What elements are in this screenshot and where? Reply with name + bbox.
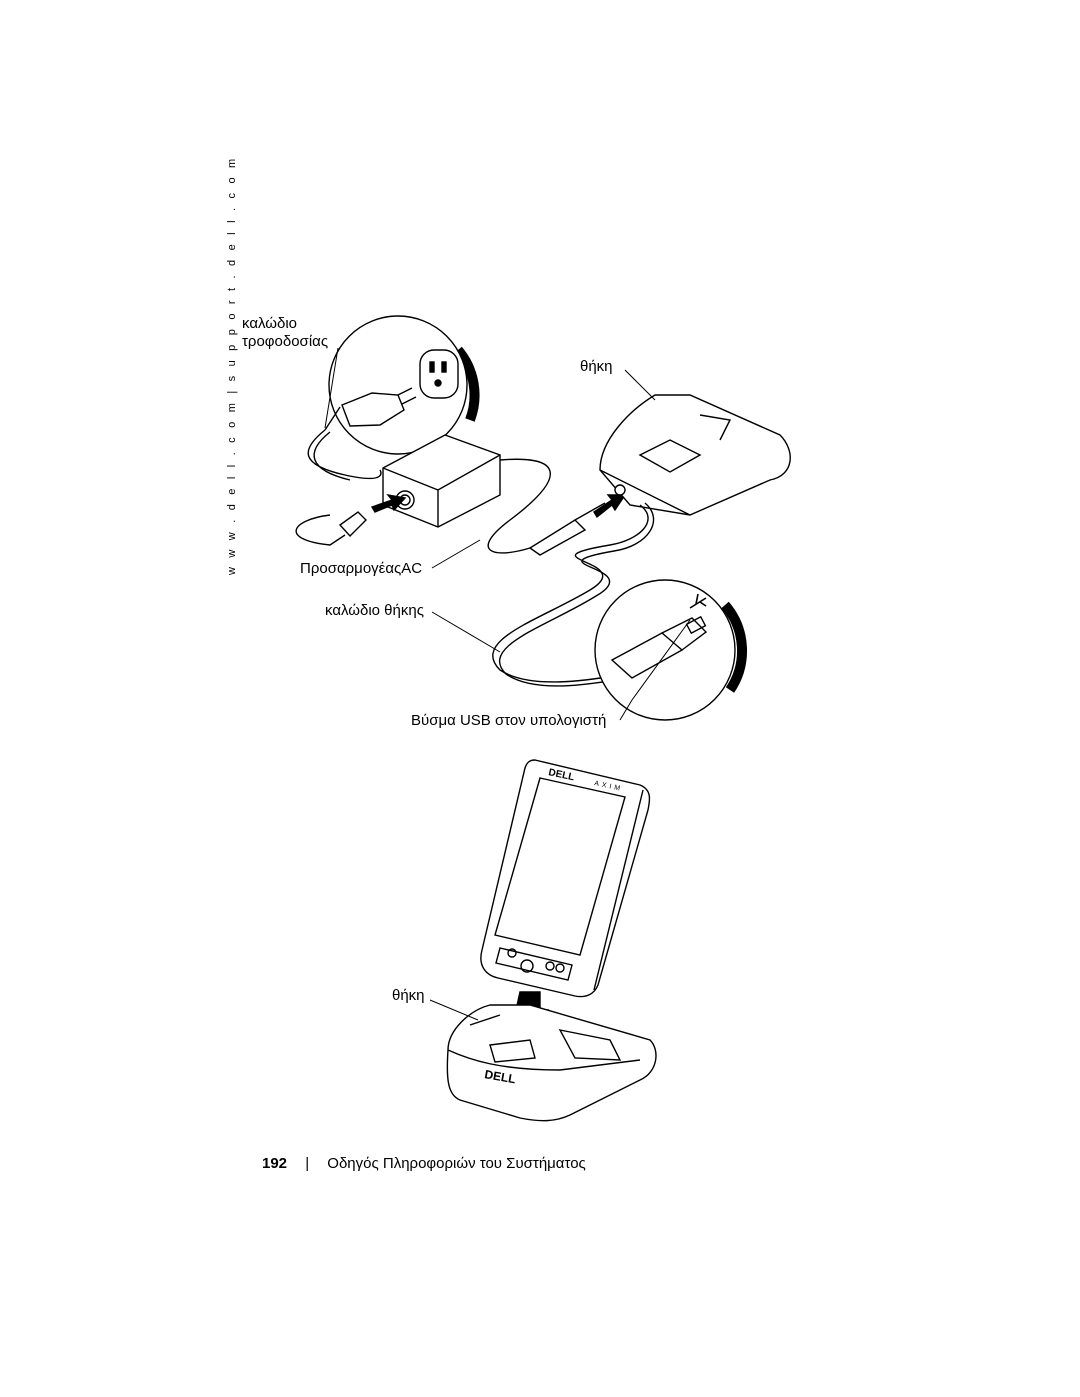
label-cradle-top: θήκη bbox=[580, 358, 613, 375]
cradle-top bbox=[599, 394, 791, 516]
leader-ac-adapter bbox=[431, 539, 481, 569]
usb-inset bbox=[594, 579, 747, 721]
page-footer: 192 | Οδηγός Πληροφοριών του Συστήματος bbox=[262, 1155, 586, 1172]
label-ac-adapter: ΠροσαρμογέαςAC bbox=[300, 560, 423, 577]
label-power-cable-line1: καλώδιο bbox=[242, 315, 297, 332]
label-usb-connector: Βύσμα USB στον υπολογιστή bbox=[411, 712, 607, 729]
power-plug-inset bbox=[324, 315, 480, 455]
device-brand-logo: DELL bbox=[547, 767, 575, 783]
footer-title: Οδηγός Πληροφοριών του Συστήματος bbox=[327, 1155, 586, 1172]
leader-cradle-top bbox=[624, 369, 656, 401]
page-number: 192 bbox=[262, 1155, 288, 1172]
leader-usb bbox=[619, 619, 691, 721]
usb-icon bbox=[689, 593, 707, 609]
leader-cradle-cable bbox=[431, 611, 501, 653]
leader-cradle-bottom bbox=[429, 999, 479, 1021]
label-power-cable-line2: τροφοδοσίας bbox=[242, 333, 329, 350]
footer-separator: | bbox=[305, 1155, 310, 1172]
label-power-cable: καλώδιο τροφοδοσίας bbox=[242, 315, 328, 351]
cradle-bottom bbox=[446, 1004, 657, 1122]
arrow-icon bbox=[370, 493, 407, 513]
power-outlet-icon bbox=[419, 349, 459, 399]
label-cradle-bottom: θήκη bbox=[392, 987, 425, 1004]
cradle-brand-logo: DELL bbox=[483, 1067, 516, 1086]
pda-device bbox=[480, 759, 651, 998]
ac-adapter bbox=[382, 434, 501, 528]
power-cable bbox=[307, 429, 382, 480]
label-cradle-cable: καλώδιο θήκης bbox=[325, 602, 424, 619]
leader-power-cable bbox=[324, 347, 339, 429]
